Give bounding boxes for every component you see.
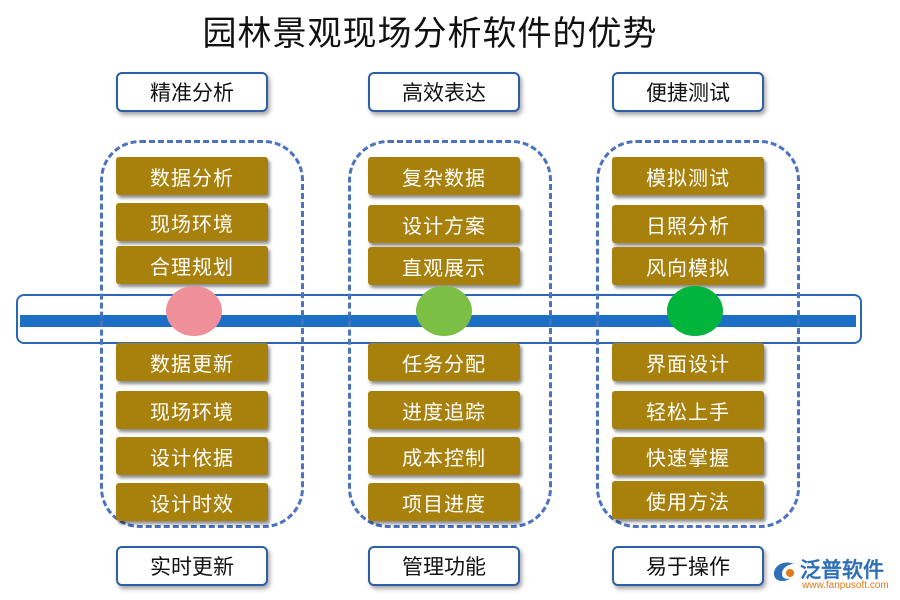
top-label-convenient-testing: 便捷测试: [612, 72, 764, 112]
item-col3-lower-2: 轻松上手: [612, 391, 764, 429]
item-col2-lower-4: 项目进度: [368, 483, 520, 521]
bottom-label-management: 管理功能: [368, 546, 520, 586]
group-column-1: [100, 140, 304, 528]
item-col3-lower-3: 快速掌握: [612, 437, 764, 475]
item-col1-upper-3: 合理规划: [116, 246, 268, 284]
item-col2-upper-3: 直观展示: [368, 247, 520, 285]
item-col1-lower-2: 现场环境: [116, 391, 268, 429]
item-col1-lower-4: 设计时效: [116, 483, 268, 521]
item-col3-upper-3: 风向模拟: [612, 247, 764, 285]
logo-name: 泛普软件: [800, 558, 884, 582]
item-col3-upper-1: 模拟测试: [612, 157, 764, 195]
item-col1-upper-2: 现场环境: [116, 203, 268, 241]
item-col1-upper-1: 数据分析: [116, 157, 268, 195]
item-col3-lower-4: 使用方法: [612, 481, 764, 519]
item-col1-lower-3: 设计依据: [116, 437, 268, 475]
logo-url: www.fanpusoft.com: [802, 580, 889, 591]
top-label-efficient-expression: 高效表达: [368, 72, 520, 112]
item-col2-lower-1: 任务分配: [368, 343, 520, 381]
item-col1-lower-1: 数据更新: [116, 343, 268, 381]
item-col2-lower-3: 成本控制: [368, 437, 520, 475]
timeline-dot-3: [667, 286, 723, 336]
group-column-3: [596, 140, 800, 528]
fanpu-logo-icon: [774, 562, 794, 582]
timeline-dot-2: [416, 286, 472, 336]
timeline-dot-1: [166, 286, 222, 336]
group-column-2: [348, 140, 552, 528]
item-col2-upper-1: 复杂数据: [368, 157, 520, 195]
item-col2-lower-2: 进度追踪: [368, 391, 520, 429]
bottom-label-easy-operation: 易于操作: [612, 546, 764, 586]
item-col3-lower-1: 界面设计: [612, 343, 764, 381]
item-col3-upper-2: 日照分析: [612, 205, 764, 243]
page-title: 园林景观现场分析软件的优势: [202, 14, 658, 54]
bottom-label-realtime-update: 实时更新: [116, 546, 268, 586]
item-col2-upper-2: 设计方案: [368, 205, 520, 243]
top-label-precise-analysis: 精准分析: [116, 72, 268, 112]
fanpu-logo[interactable]: 泛普软件 www.fanpusoft.com: [770, 552, 896, 596]
